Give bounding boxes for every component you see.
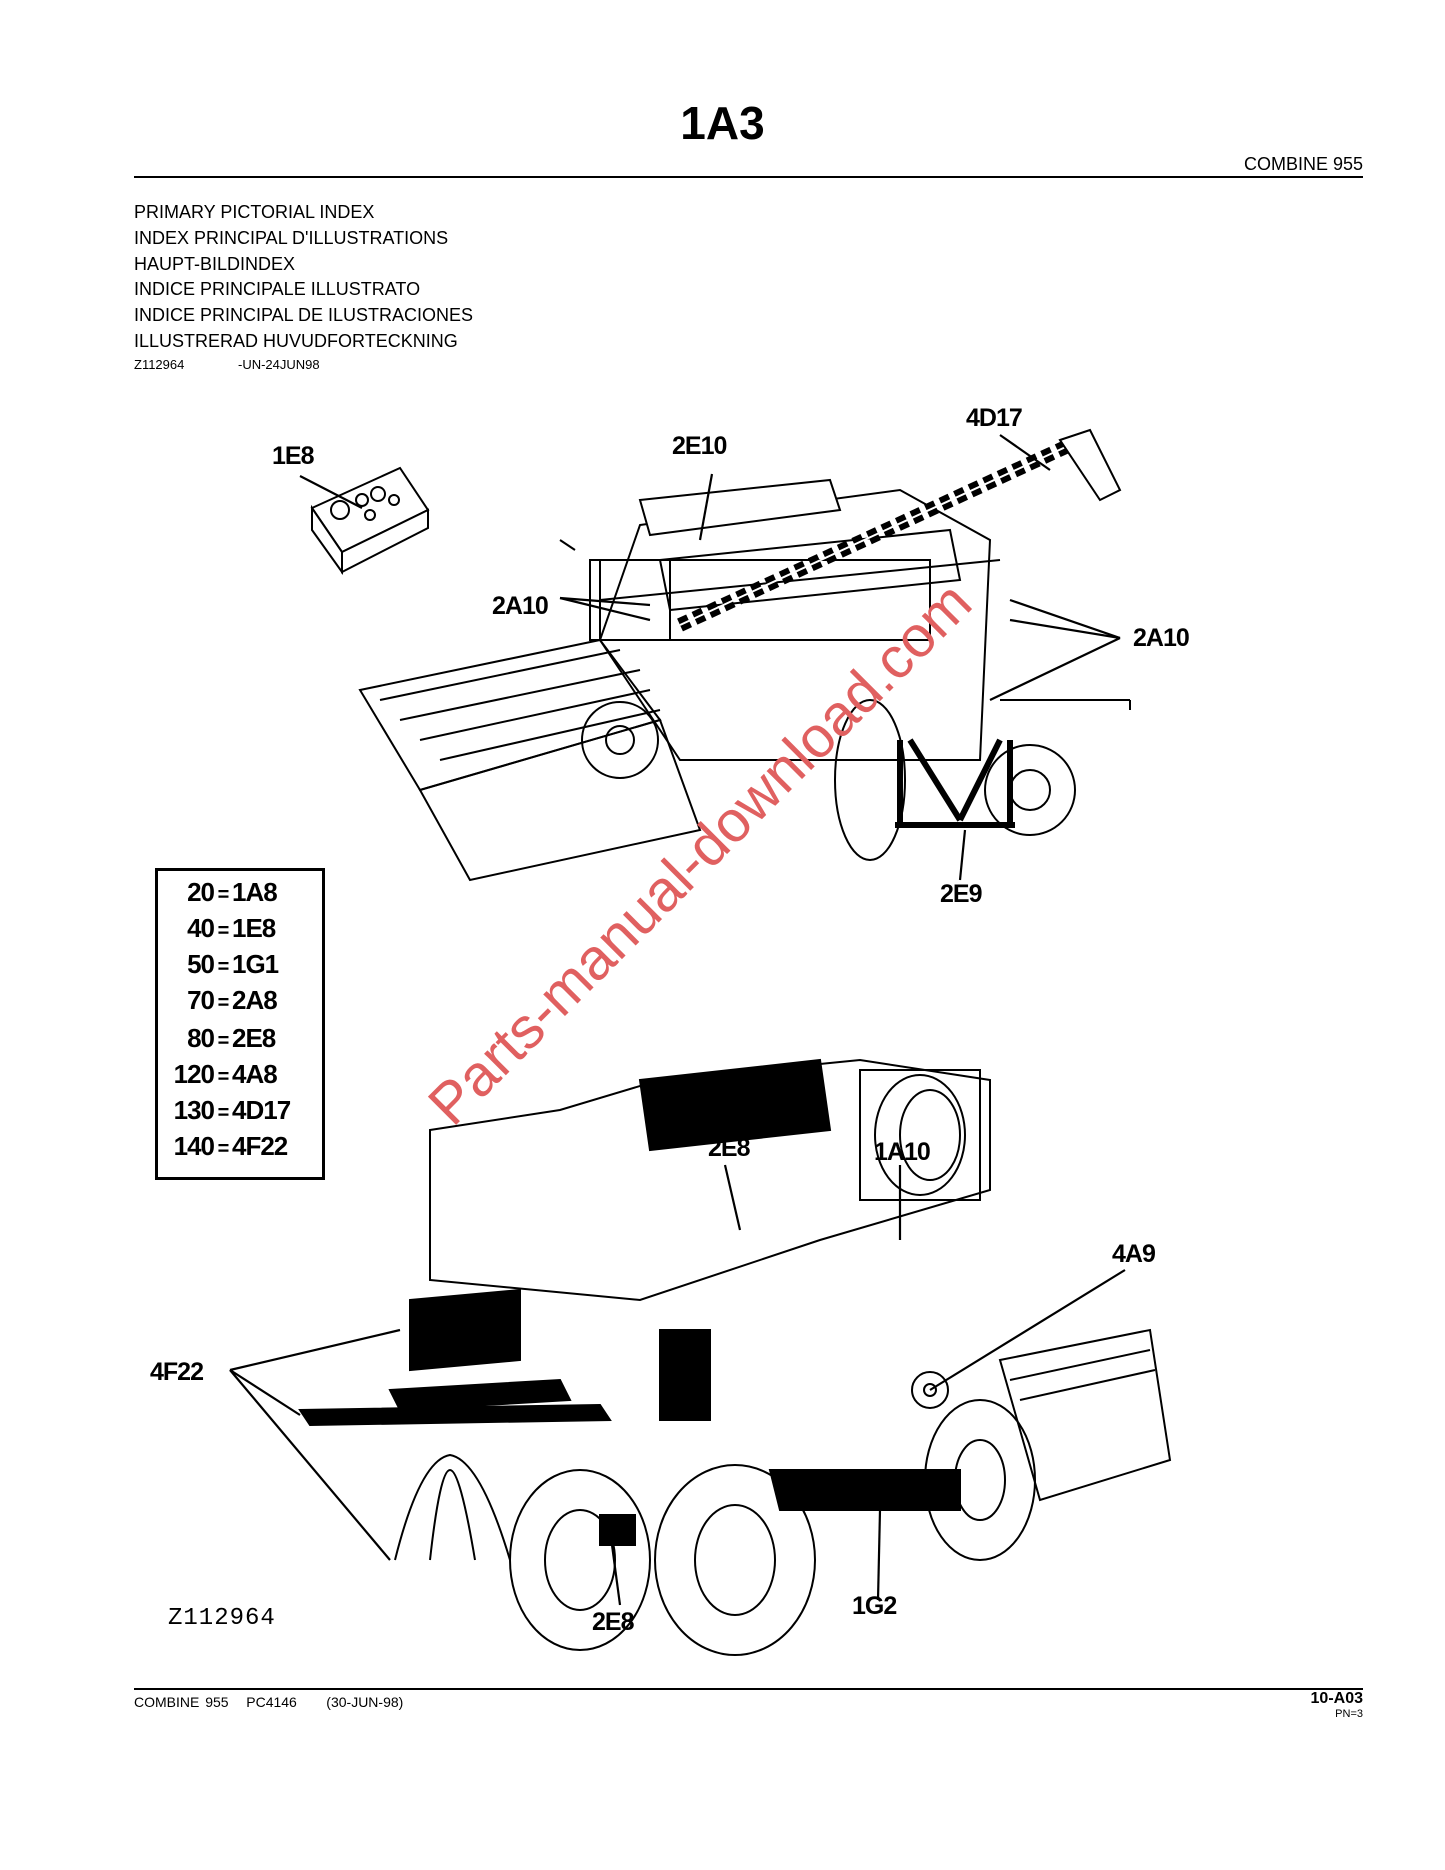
control-panel-drawing bbox=[310, 466, 430, 576]
index-row: 20=1A8 bbox=[187, 877, 278, 907]
leader-lines bbox=[229, 434, 1126, 1606]
callout-1g2: 1G2 bbox=[852, 1592, 897, 1620]
index-row: 140=4F22 bbox=[173, 1131, 289, 1161]
index-row: 130=4D17 bbox=[173, 1095, 292, 1125]
callout-2e8-top: 2E8 bbox=[708, 1134, 750, 1162]
title-sv: ILLUSTRERAD HUVUDFORTECKNING bbox=[134, 330, 458, 351]
index-table: 20=1A8 40=1E8 50=1G1 70=2A8 80=2E8 120=4… bbox=[155, 868, 325, 1180]
callout-1a10: 1A10 bbox=[874, 1138, 931, 1166]
figure-label: Z112964 bbox=[168, 1605, 276, 1632]
title-it: INDICE PRINCIPALE ILLUSTRATO bbox=[134, 279, 421, 300]
footer-left: COMBINE 955 PC4146 (30-JUN-98) bbox=[134, 1694, 404, 1710]
title-fr: INDEX PRINCIPAL D'ILLUSTRATIONS bbox=[134, 227, 449, 248]
figure-date: -UN-24JUN98 bbox=[238, 357, 320, 372]
callout-4f22: 4F22 bbox=[150, 1358, 204, 1386]
callout-2e8-bottom: 2E8 bbox=[592, 1608, 634, 1636]
callout-2a10-left: 2A10 bbox=[492, 592, 549, 620]
footer-page-number: 10-A03 bbox=[1310, 1690, 1363, 1707]
title-de: HAUPT-BILDINDEX bbox=[134, 253, 296, 274]
figure-code: Z112964 bbox=[134, 357, 185, 372]
index-row: 80=2E8 bbox=[187, 1023, 276, 1053]
callout-2e9: 2E9 bbox=[940, 880, 982, 908]
combine-top-drawing bbox=[358, 478, 1131, 882]
title-en: PRIMARY PICTORIAL INDEX bbox=[134, 202, 375, 222]
combine-bottom-drawing bbox=[298, 1058, 1172, 1656]
index-row: 50=1G1 bbox=[187, 949, 279, 979]
callout-2e10: 2E10 bbox=[672, 432, 727, 460]
page-title: 1A3 bbox=[680, 97, 765, 149]
figure-id: Z112964 -UN-24JUN98 bbox=[134, 357, 320, 372]
callout-4a9: 4A9 bbox=[1112, 1240, 1156, 1268]
header-rule bbox=[134, 176, 1363, 178]
auger-drawing bbox=[677, 428, 1122, 632]
callout-1e8: 1E8 bbox=[272, 442, 314, 470]
index-row: 40=1E8 bbox=[187, 913, 276, 943]
title-es: INDICE PRINCIPAL DE ILUSTRACIONES bbox=[134, 305, 474, 326]
footer-rule bbox=[134, 1688, 1363, 1690]
index-row: 120=4A8 bbox=[173, 1059, 278, 1089]
footer-pn: PN=3 bbox=[1335, 1708, 1363, 1720]
title-list: PRIMARY PICTORIAL INDEX INDEX PRINCIPAL … bbox=[134, 200, 473, 355]
index-row: 70=2A8 bbox=[187, 985, 278, 1015]
header-model: COMBINE 955 bbox=[1243, 154, 1363, 174]
callout-2a10-right: 2A10 bbox=[1133, 624, 1190, 652]
callout-4d17: 4D17 bbox=[966, 404, 1023, 432]
